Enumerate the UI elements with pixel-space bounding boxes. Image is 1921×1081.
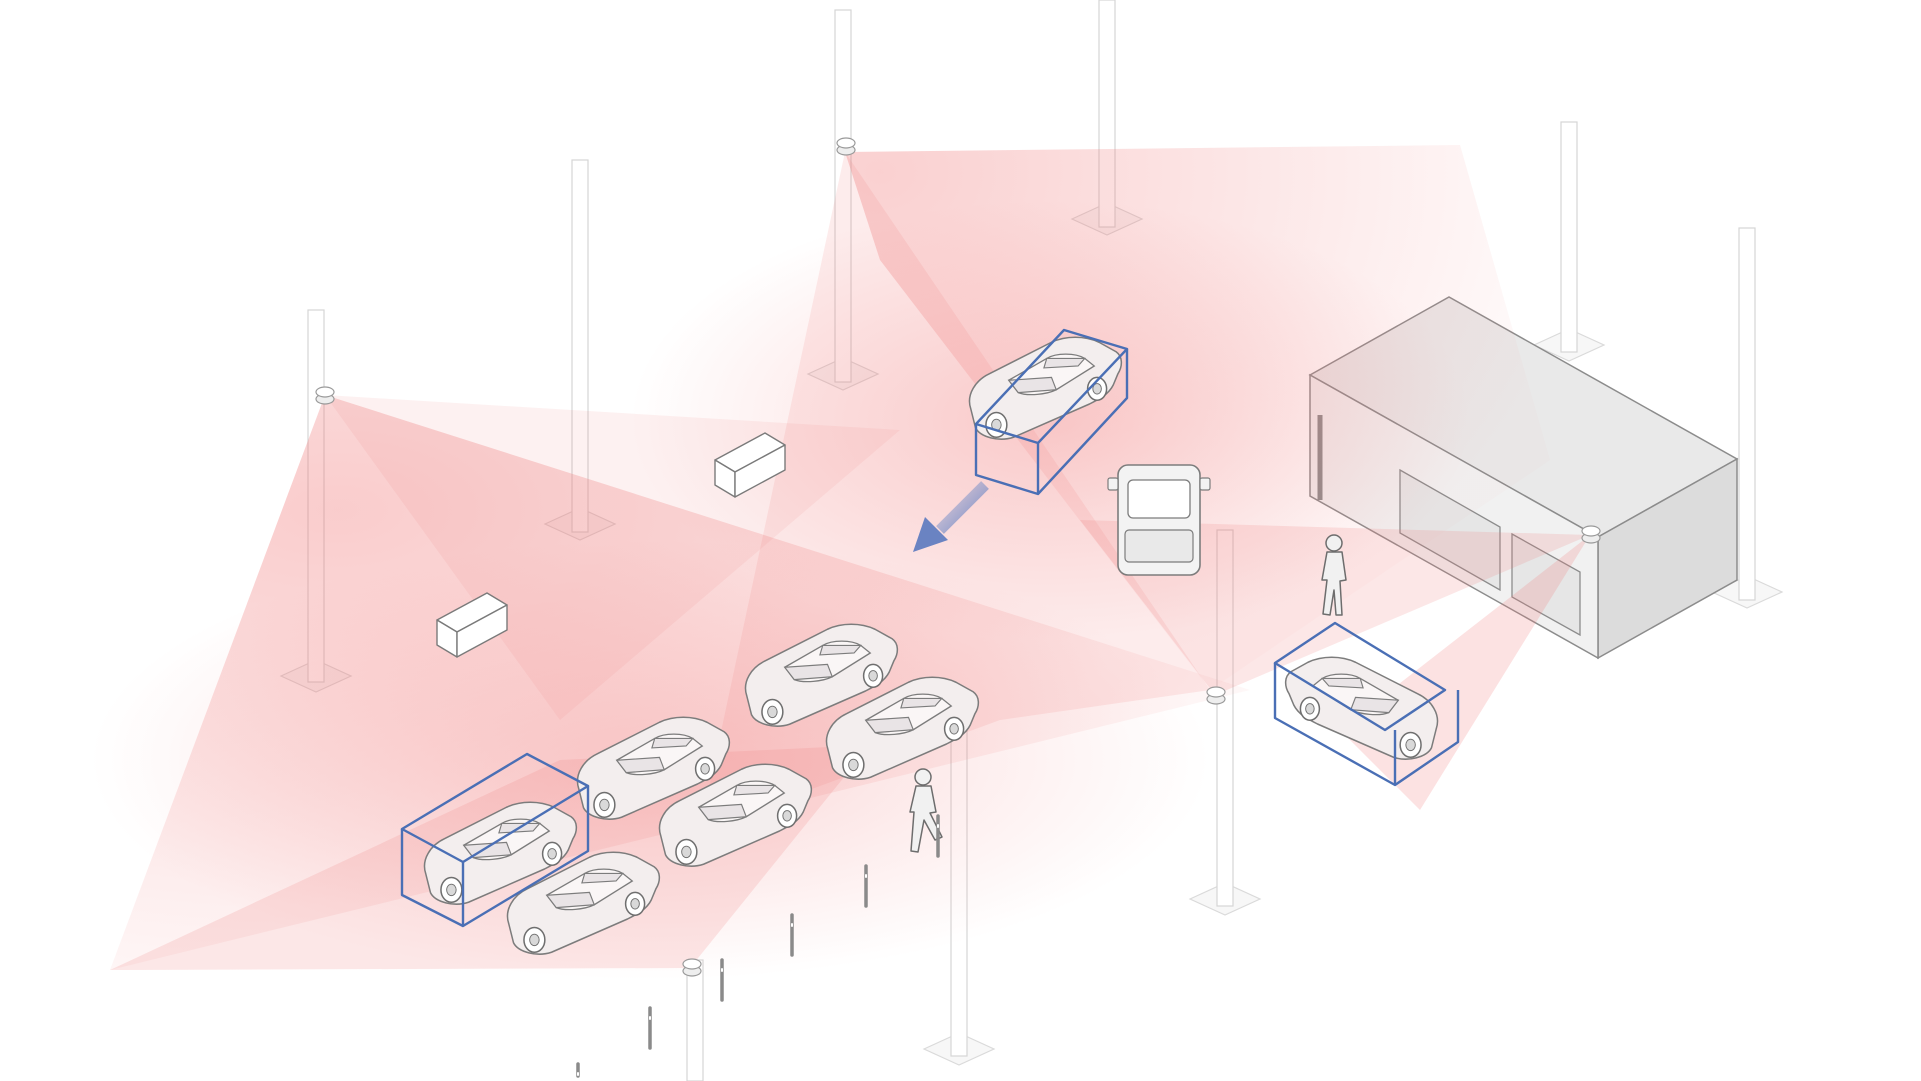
bollard-icon [576, 1062, 580, 1078]
car-icon [576, 716, 731, 820]
bollard-row [576, 814, 940, 1078]
light-pole-icon [1710, 227, 1784, 609]
light-pole-icon [1532, 121, 1606, 362]
car-icon [506, 851, 661, 955]
lidar-sensor-icon [1206, 686, 1226, 705]
bollard-icon [790, 913, 794, 957]
crate-icon [436, 592, 508, 658]
van-icon [1107, 464, 1211, 576]
car-icon [744, 623, 899, 727]
motion-arrow-icon [913, 481, 989, 552]
car-icon [825, 676, 980, 780]
car-icon [1284, 656, 1439, 760]
tracked-object-bbox [1273, 621, 1460, 787]
bollard-icon [864, 864, 868, 908]
lidar-sensor-icon [682, 958, 702, 977]
lidar-sensor-icon [315, 386, 335, 405]
lidar-sensor-icon [836, 137, 856, 156]
car-icon [658, 763, 813, 867]
parked-cars [423, 336, 1439, 955]
pedestrian-icon [1321, 534, 1347, 616]
bollard-icon [936, 814, 940, 858]
bollard-icon [648, 1006, 652, 1050]
bollard-icon [720, 958, 724, 1002]
tracked-object-bbox [974, 328, 1129, 496]
car-icon [968, 336, 1123, 440]
lidar-coverage [90, 145, 1590, 980]
lidar-sensor-icon [1581, 525, 1601, 544]
crate-icon [714, 432, 786, 498]
tracked-object-bbox [400, 752, 590, 928]
pedestrian-icon [909, 768, 943, 853]
